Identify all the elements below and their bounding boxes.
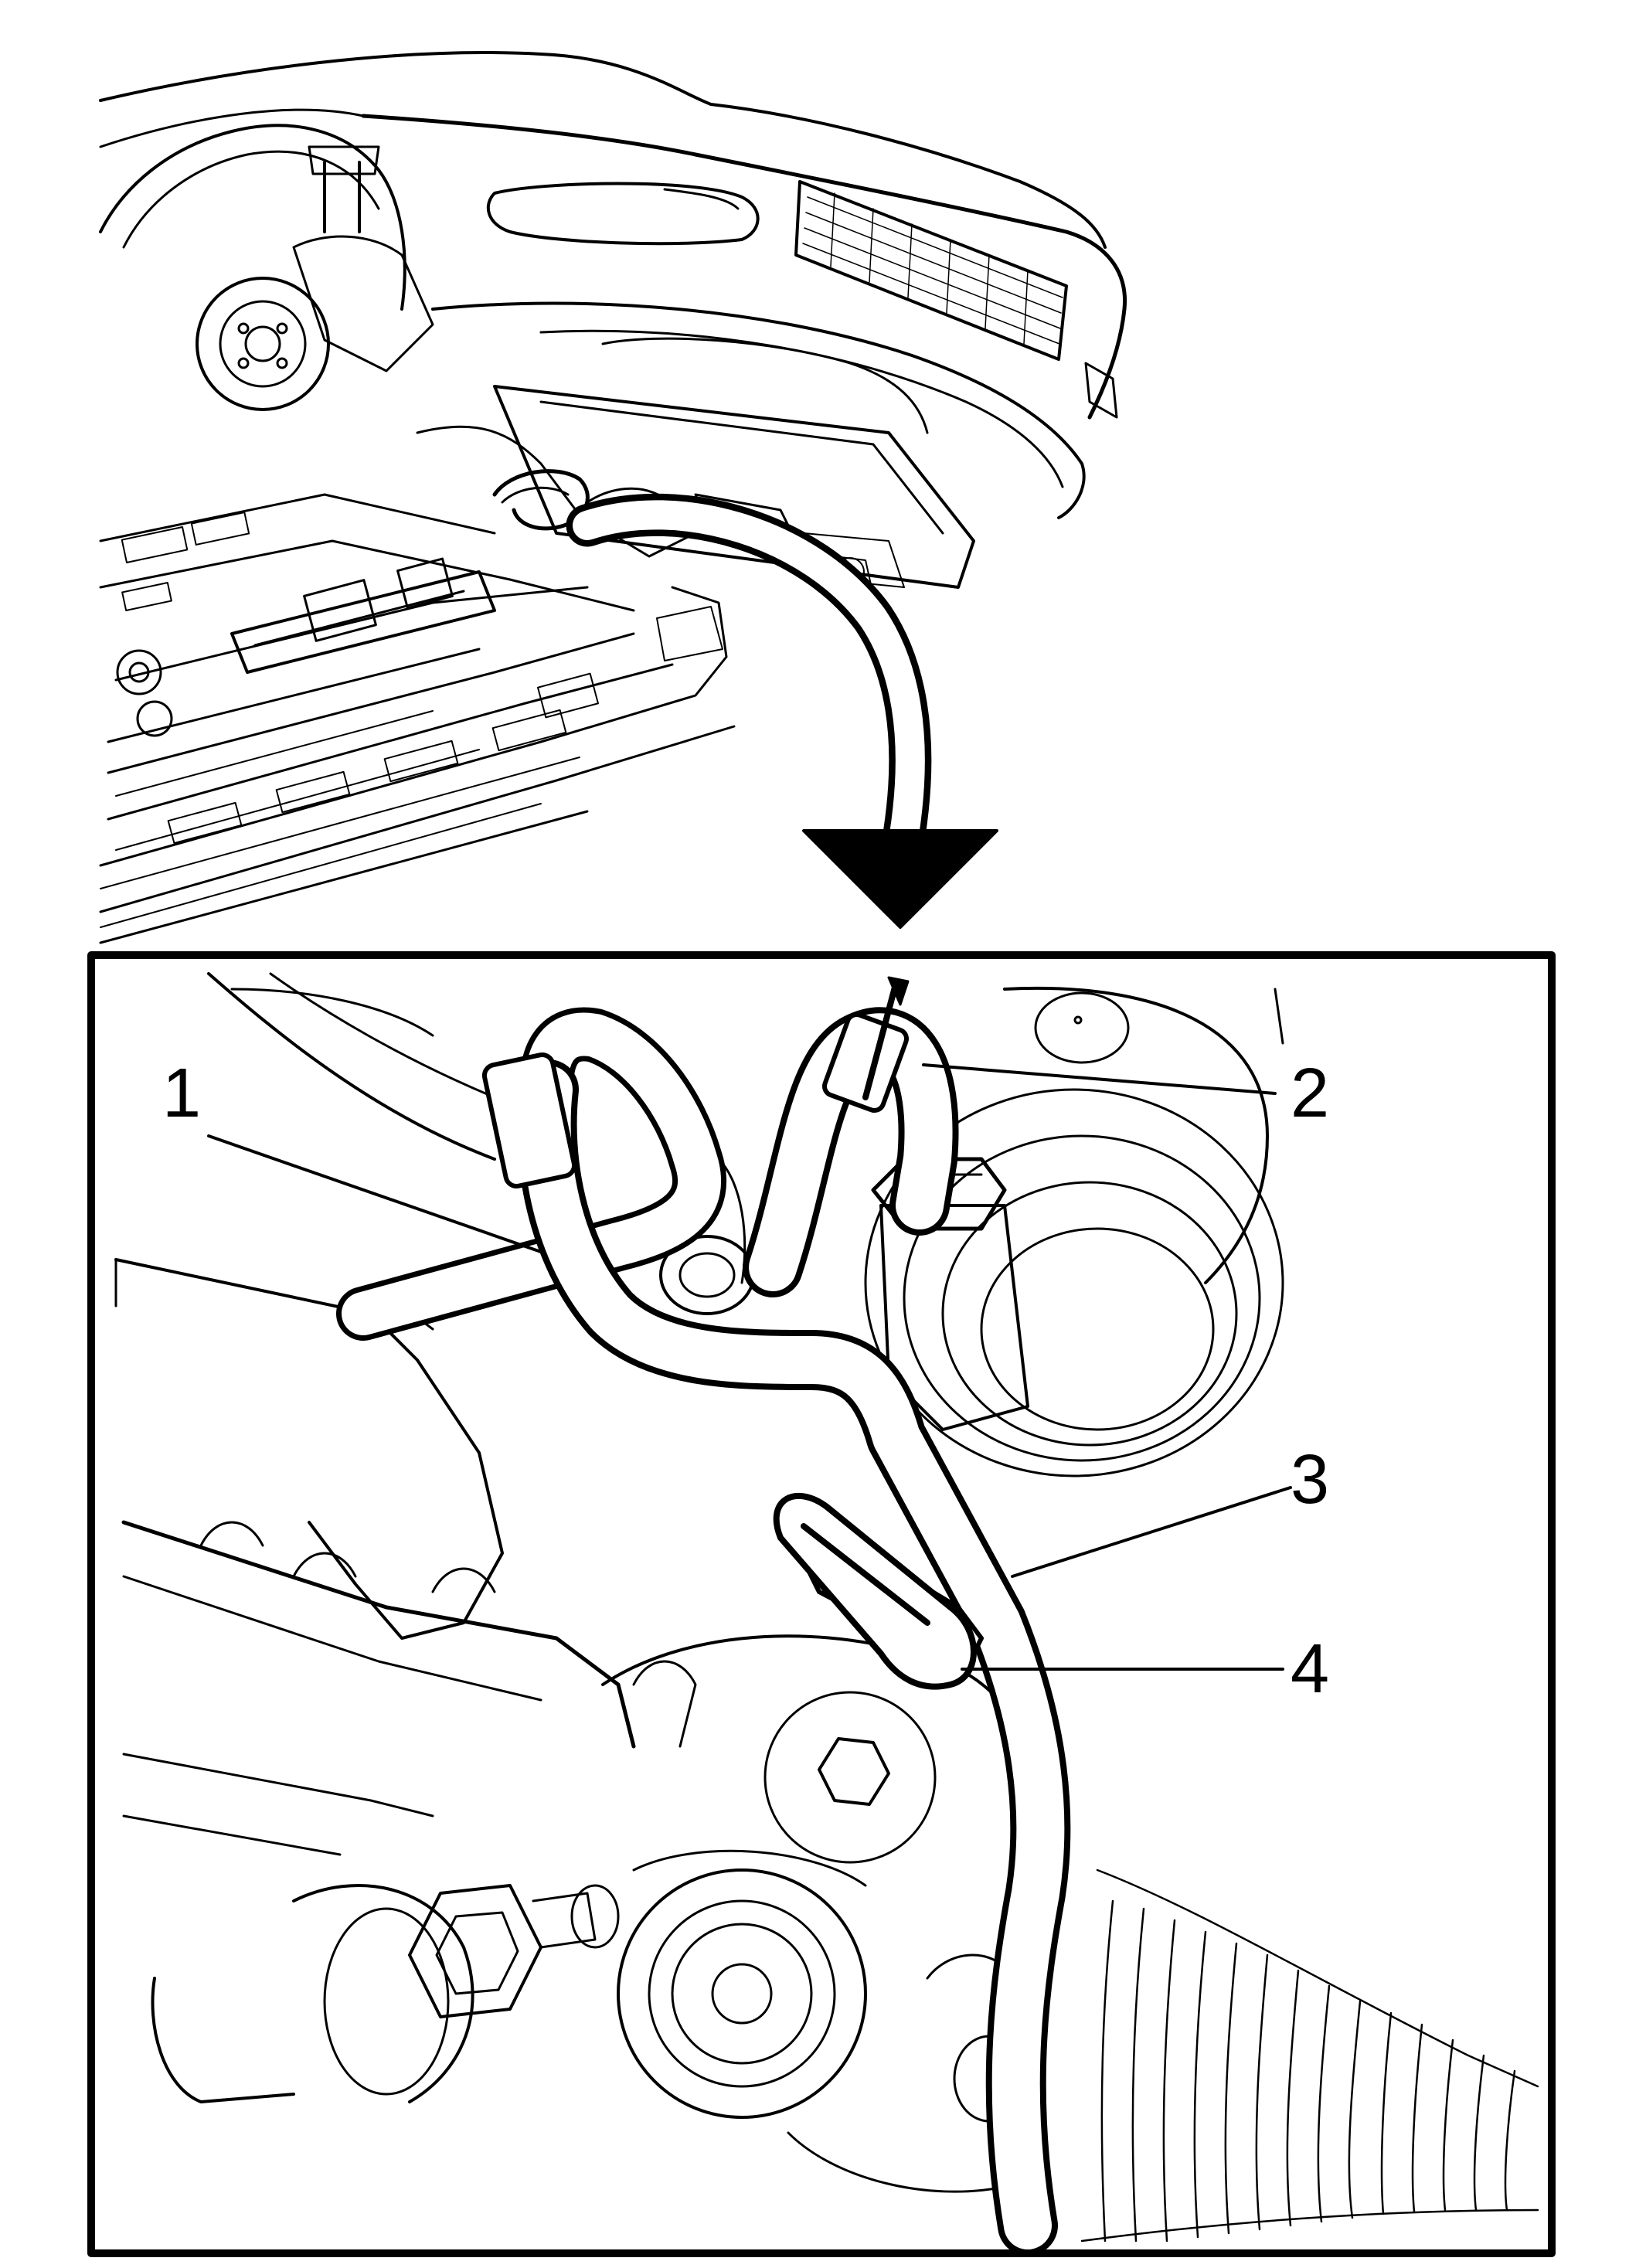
leader-line-1 bbox=[207, 1134, 542, 1253]
leader-line-2 bbox=[922, 1063, 1277, 1095]
callout-1: 1 bbox=[162, 1055, 202, 1132]
pointer-arrow bbox=[566, 493, 998, 929]
leader-line-3 bbox=[1011, 1486, 1292, 1578]
vehicle-underside-view bbox=[99, 51, 1127, 944]
return-hose-1 bbox=[336, 1007, 726, 1341]
retaining-clip bbox=[773, 1492, 977, 1690]
pressure-hose-2 bbox=[516, 1059, 1071, 2256]
callout-2: 2 bbox=[1291, 1055, 1330, 1132]
detail-inset-frame bbox=[87, 951, 1556, 2257]
callout-leaders bbox=[207, 1063, 1292, 1671]
callout-3: 3 bbox=[1291, 1441, 1330, 1518]
callout-4: 4 bbox=[1291, 1630, 1330, 1708]
thin-line-2 bbox=[862, 978, 900, 1100]
